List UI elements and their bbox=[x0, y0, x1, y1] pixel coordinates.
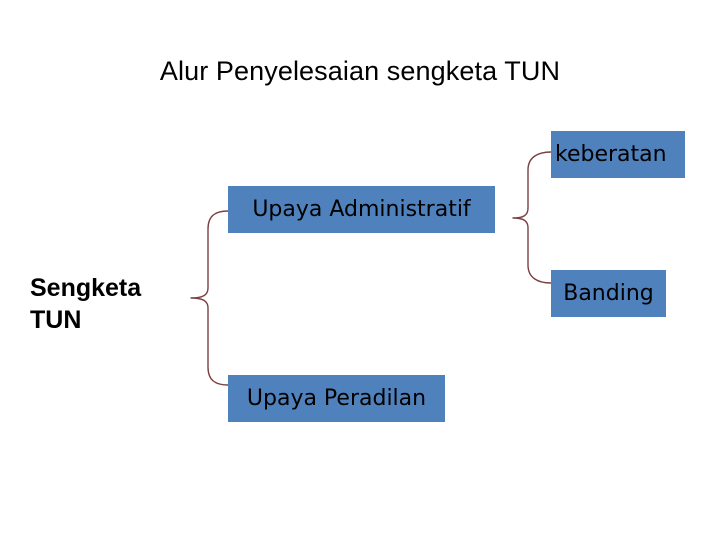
page-title: Alur Penyelesaian sengketa TUN bbox=[159, 56, 561, 86]
node-upaya-administratif[interactable]: Upaya Administratif bbox=[228, 186, 495, 233]
node-sengketa-tun-line1: Sengketa bbox=[30, 274, 142, 302]
node-sengketa-tun[interactable]: Sengketa TUN bbox=[30, 272, 200, 336]
node-upaya-peradilan[interactable]: Upaya Peradilan bbox=[228, 375, 445, 422]
node-keberatan[interactable]: keberatan bbox=[551, 131, 685, 178]
node-banding[interactable]: Banding bbox=[551, 270, 666, 317]
node-sengketa-tun-line2: TUN bbox=[30, 306, 82, 334]
brace-upaya-administratif bbox=[512, 151, 552, 284]
